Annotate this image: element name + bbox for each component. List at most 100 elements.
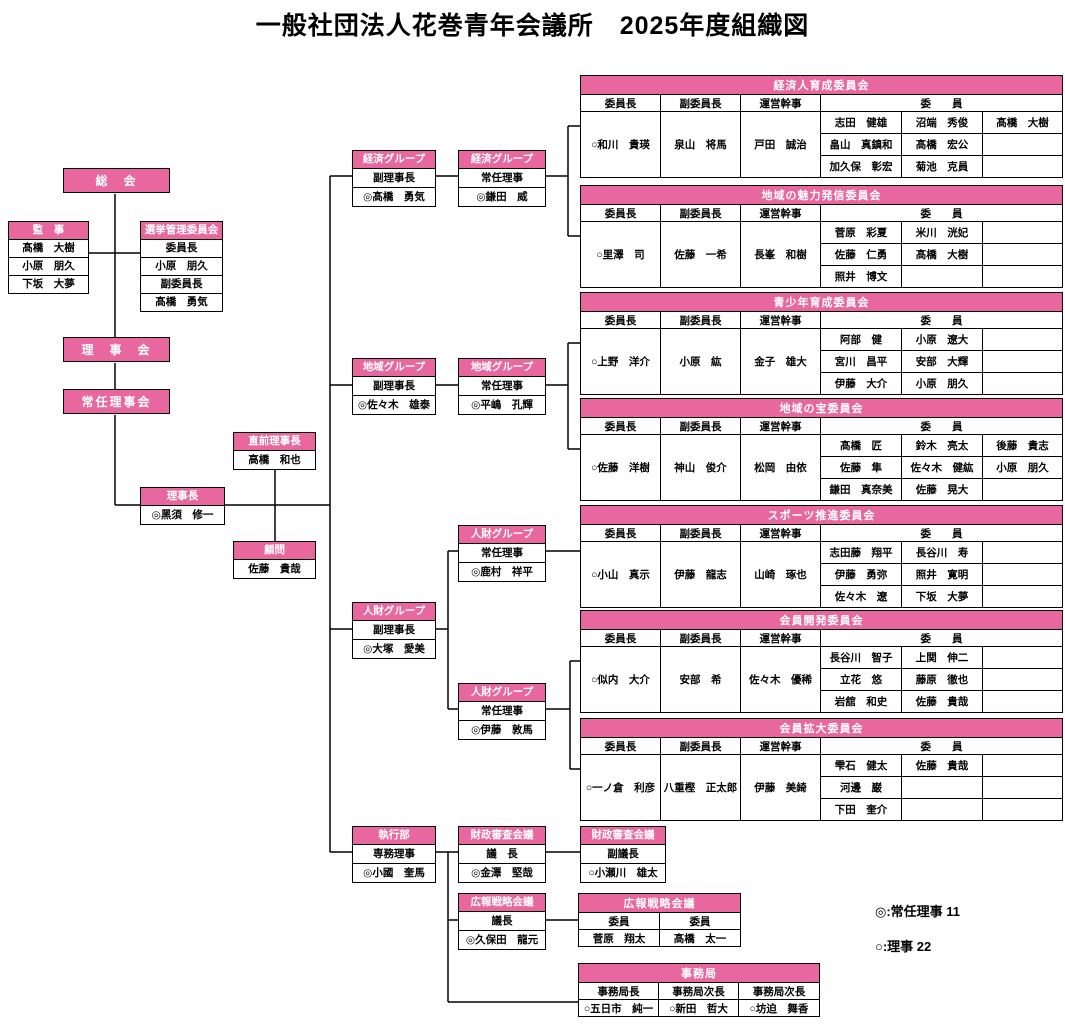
group-title: 人財グループ — [353, 603, 435, 621]
group-box-keizai-vice: 経済グループ 副理事長 ◎髙橋 勇気 — [352, 150, 436, 207]
committee-name: 地域の魅力発信委員会 — [579, 185, 1064, 205]
chair-name: ○一ノ倉 利彦 — [580, 754, 661, 821]
member-name — [901, 798, 983, 821]
group-title: 地域グループ — [353, 359, 435, 377]
member-name: 髙橋 大樹 — [9, 240, 88, 258]
member-name: 佐藤 隼 — [820, 456, 902, 479]
kouhou-gicho-box: 広報戦略会議 議長 ◎久保田 龍元 — [458, 893, 546, 950]
committee-name: 経済人育成委員会 — [579, 75, 1064, 95]
member-name — [981, 372, 1064, 395]
member-name: ◎鎌田 威 — [459, 188, 545, 206]
role-label: 常任理事 — [459, 544, 545, 563]
member-name: 安部 大輝 — [901, 350, 983, 373]
vice-name: 神山 俊介 — [660, 434, 741, 501]
member-name: 佐々木 健紘 — [901, 456, 983, 479]
col-header: 運営幹事 — [740, 204, 821, 222]
member-name: 菅原 翔太 — [578, 929, 660, 947]
group-box-keizai-director: 経済グループ 常任理事 ◎鎌田 威 — [458, 150, 546, 207]
col-header: 委員長 — [580, 94, 661, 112]
committee-table-3: 青少年育成委員会 委員長副委員長運営幹事委 員 ○上野 洋介小原 紘金子 雄大阿… — [579, 292, 1064, 395]
komon-title: 顧問 — [234, 542, 315, 560]
member-name: 志田 健雄 — [820, 111, 902, 134]
committee-name: 地域の宝委員会 — [579, 398, 1064, 418]
member-name: 髙橋 宏公 — [901, 133, 983, 156]
member-name: ◎久保田 龍元 — [459, 931, 545, 949]
member-name: ◎小國 奎馬 — [353, 864, 435, 882]
member-name: 長谷川 寿 — [901, 541, 983, 564]
col-header: 委 員 — [819, 311, 1064, 329]
member-name: ○新田 哲大 — [658, 999, 739, 1017]
member-name: 小原 朋久 — [981, 456, 1064, 479]
col-header: 副委員長 — [660, 524, 741, 542]
col-header: 副委員長 — [660, 737, 741, 755]
member-name: 高橋 和也 — [234, 451, 315, 469]
group-box-jinzai-director-2: 人財グループ 常任理事 ◎伊藤 敦馬 — [458, 683, 546, 740]
member-name: ◎佐々木 雄泰 — [353, 396, 435, 414]
committee-table-7: 会員拡大委員会 委員長副委員長運営幹事委 員 ○一ノ倉 利彦八重樫 正太郎伊藤 … — [579, 718, 1064, 821]
col-header: 委員長 — [580, 204, 661, 222]
group-title: 広報戦略会議 — [459, 894, 545, 912]
member-name — [981, 668, 1064, 691]
col-header: 運営幹事 — [740, 737, 821, 755]
member-name: 佐藤 貴哉 — [901, 690, 983, 713]
member-name — [901, 776, 983, 799]
vice-name: 八重樫 正太郎 — [660, 754, 741, 821]
role-label: 常任理事 — [459, 377, 545, 396]
group-title: 執行部 — [353, 827, 435, 845]
soukai-box: 総 会 — [63, 168, 170, 193]
group-box-jinzai-director-1: 人財グループ 常任理事 ◎鹿村 祥平 — [458, 525, 546, 582]
col-header: 副委員長 — [660, 629, 741, 647]
member-name: 小原 朋久 — [141, 258, 222, 276]
member-name: 沼端 秀俊 — [901, 111, 983, 134]
member-name: 佐藤 貴哉 — [901, 754, 983, 777]
member-name: ○五日市 純一 — [578, 999, 659, 1017]
committee-name: 青少年育成委員会 — [579, 292, 1064, 312]
member-name: ◎金澤 堅哉 — [459, 864, 545, 882]
col-header: 委員長 — [580, 417, 661, 435]
role-label: 常任理事 — [459, 702, 545, 721]
role-label: 副理事長 — [353, 377, 435, 396]
member-name: 菊池 克員 — [901, 155, 983, 178]
rijicho-box: 理事長 ◎黑須 修一 — [140, 487, 225, 525]
member-name: ○小瀬川 雄太 — [581, 864, 665, 882]
member-name — [901, 265, 983, 288]
committee-table-2: 地域の魅力発信委員会 委員長副委員長運営幹事委 員 ○里澤 司佐藤 一希長峯 和… — [579, 185, 1064, 288]
group-title: 地域グループ — [459, 359, 545, 377]
member-name: 長谷川 智子 — [820, 646, 902, 669]
member-name: 髙橋 大樹 — [901, 243, 983, 266]
col-header: 委 員 — [819, 737, 1064, 755]
col-header: 運営幹事 — [740, 629, 821, 647]
col-header: 委員長 — [580, 737, 661, 755]
admin-name: 山崎 琢也 — [740, 541, 821, 608]
chair-name: ○小山 真示 — [580, 541, 661, 608]
member-name: 菅原 彩夏 — [820, 221, 902, 244]
member-name: 下田 奎介 — [820, 798, 902, 821]
member-name: 藤原 徹也 — [901, 668, 983, 691]
role-label: 副委員長 — [141, 276, 222, 294]
member-name: 佐藤 貴哉 — [234, 560, 315, 578]
member-name — [981, 776, 1064, 799]
member-name: 伊藤 勇弥 — [820, 563, 902, 586]
col-header: 委員長 — [580, 629, 661, 647]
member-name: 小原 遼大 — [901, 328, 983, 351]
member-name: 阿部 健 — [820, 328, 902, 351]
role-label: 常任理事 — [459, 169, 545, 188]
member-name: 河邊 巌 — [820, 776, 902, 799]
member-name: 照井 博文 — [820, 265, 902, 288]
committee-name: 事務局 — [577, 963, 821, 983]
member-name: 髙橋 匠 — [820, 434, 902, 457]
role-label: 議 長 — [459, 845, 545, 864]
member-name: 下坂 大夢 — [901, 585, 983, 608]
member-name: ◎伊藤 敦馬 — [459, 721, 545, 739]
role-label: 議長 — [459, 912, 545, 931]
member-name: ◎髙橋 勇気 — [353, 188, 435, 206]
role-label: 委員長 — [141, 240, 222, 258]
col-header: 委 員 — [819, 524, 1064, 542]
committee-name: 会員開発委員会 — [579, 610, 1064, 630]
committee-name: 広報戦略会議 — [578, 893, 741, 913]
member-name: 立花 悠 — [820, 668, 902, 691]
admin-name: 長峯 和樹 — [740, 221, 821, 288]
member-name — [981, 563, 1064, 586]
committee-table-4: 地域の宝委員会 委員長副委員長運営幹事委 員 ○佐藤 洋樹神山 俊介松岡 由依髙… — [579, 398, 1064, 501]
member-name: 後藤 貴志 — [981, 434, 1064, 457]
